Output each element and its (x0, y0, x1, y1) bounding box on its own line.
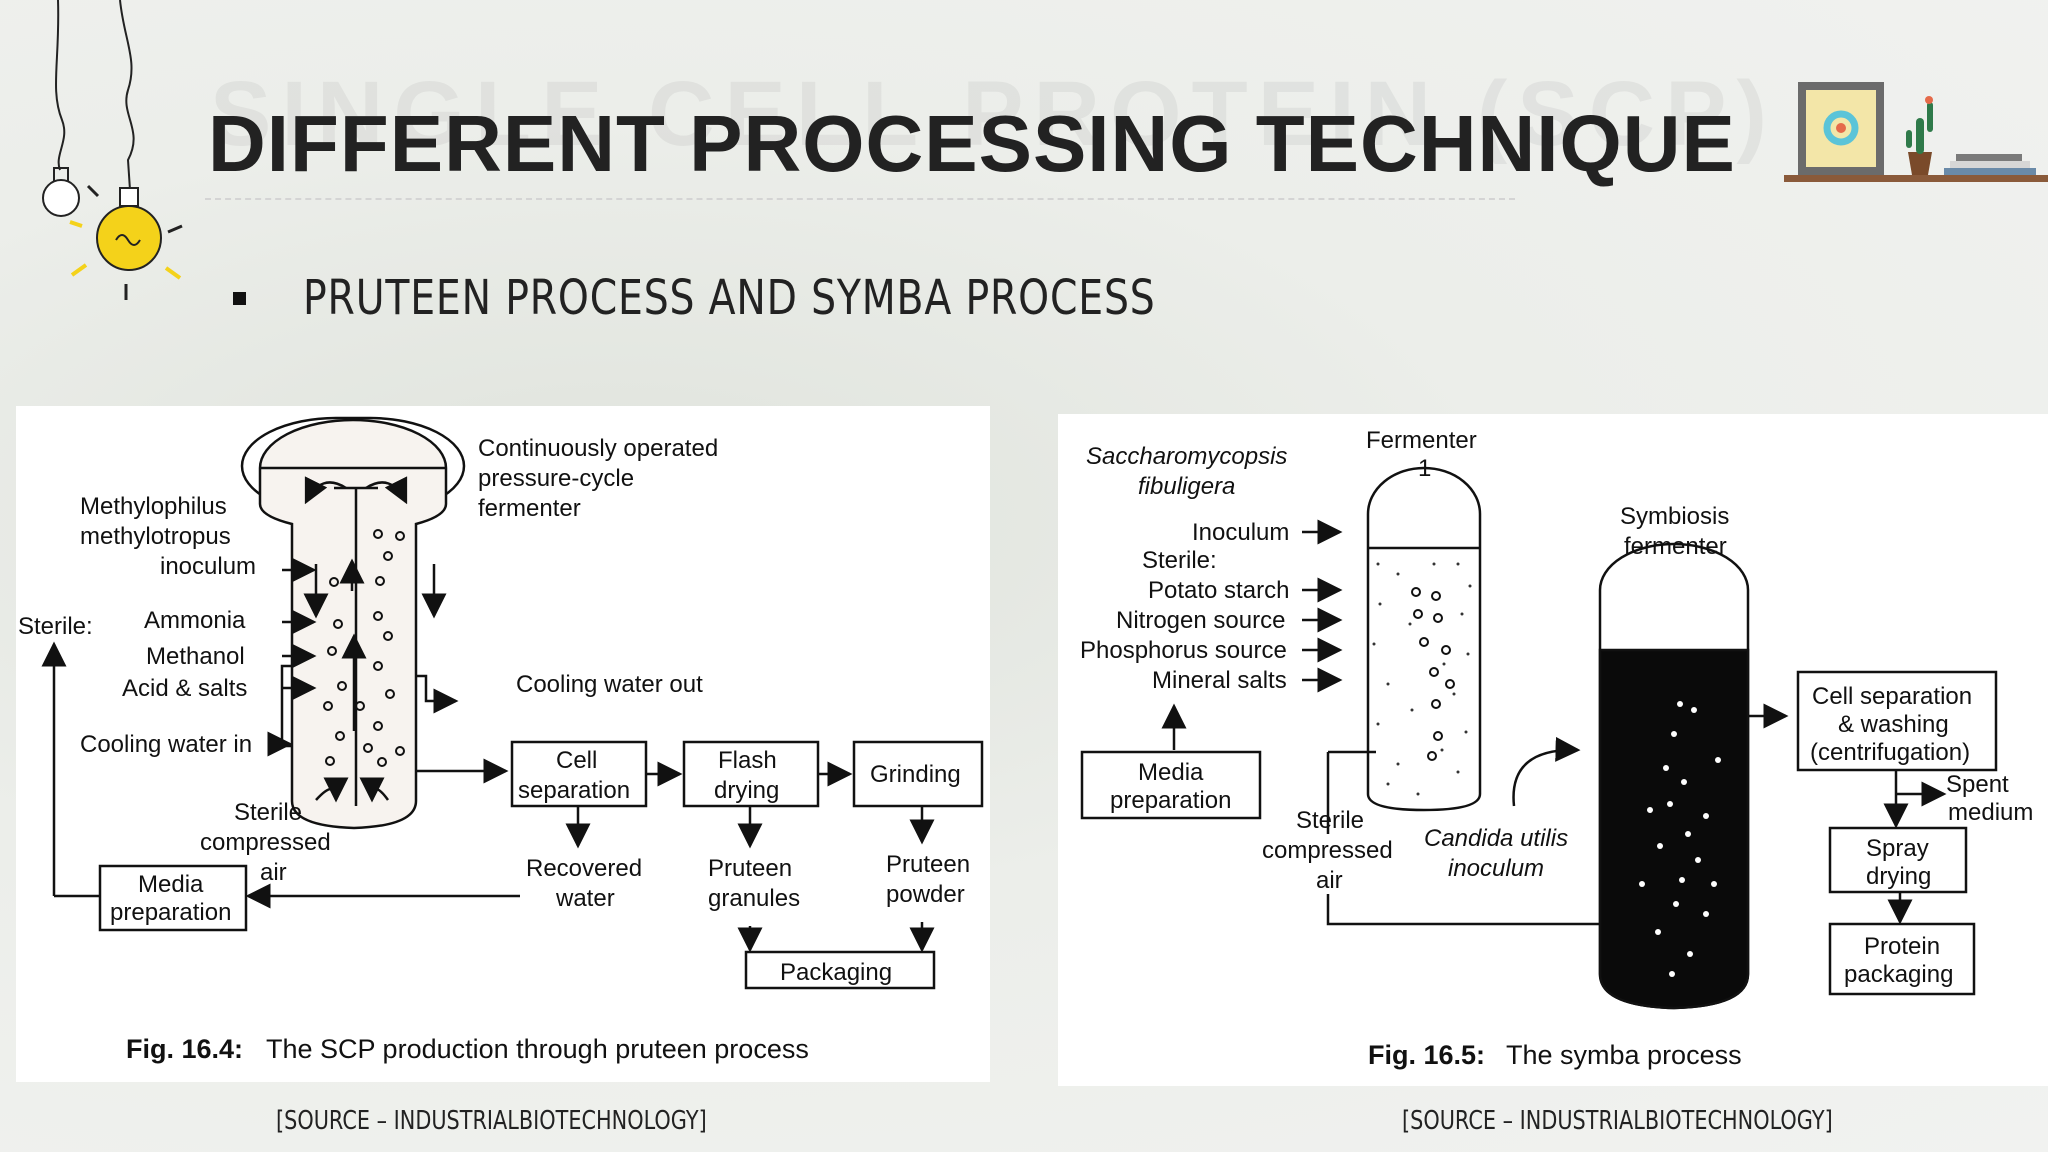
media-preparation-label: preparation (1110, 787, 1231, 814)
symba-process-diagram: Saccharomycopsis fibuligera Fermenter 1 … (1058, 414, 2048, 1086)
cell-dots-decoration (1639, 701, 1721, 977)
air-label: Sterile (234, 799, 302, 826)
input-mineral-salts: Mineral salts (1152, 667, 1287, 694)
air-label: air (260, 859, 287, 886)
symbiosis-fermenter-label: fermenter (1624, 533, 1727, 560)
organism-label: Saccharomycopsis (1086, 443, 1287, 470)
recovered-water-label: Recovered (526, 855, 642, 882)
cell-separation-label: separation (518, 777, 630, 804)
organism-label: fibuligera (1138, 473, 1235, 500)
candida-label: inoculum (1448, 855, 1544, 882)
figure-caption-bold: Fig. 16.4: (126, 1034, 243, 1064)
spray-drying-label: Spray (1866, 835, 1929, 862)
figure-caption-bold: Fig. 16.5: (1368, 1040, 1485, 1070)
spray-drying-label: drying (1866, 863, 1931, 890)
input-methanol: Methanol (146, 643, 245, 670)
sterile-label: Sterile: (1142, 547, 1217, 574)
air-label: compressed (1262, 837, 1393, 864)
fermenter-1 (1366, 466, 1482, 812)
pruteen-process-diagram: Continuously operated pressure-cycle fer… (16, 406, 990, 1082)
media-preparation-label: preparation (110, 899, 231, 926)
shelf-decoration-icon (1784, 82, 2048, 182)
candida-label: Candida utilis (1424, 825, 1568, 852)
input-potato-starch: Potato starch (1148, 577, 1289, 604)
fermenter-label: fermenter (478, 495, 581, 522)
fermenter-label: Continuously operated (478, 435, 718, 462)
input-ammonia: Ammonia (144, 607, 246, 634)
fermenter-1-label: Fermenter (1366, 427, 1477, 454)
inoculum-label: methylotropus (80, 523, 231, 550)
pruteen-powder-label: powder (886, 881, 965, 908)
bullet-text: PRUTEEN PROCESS AND SYMBA PROCESS (303, 270, 1156, 326)
source-credit-right: [SOURCE – INDUSTRIALBIOTECHNOLOGY] (1402, 1106, 1833, 1136)
protein-packaging-label: packaging (1844, 961, 1953, 988)
source-credit-left: [SOURCE – INDUSTRIALBIOTECHNOLOGY] (276, 1106, 707, 1136)
pruteen-powder-label: Pruteen (886, 851, 970, 878)
spent-medium-label: Spent (1946, 771, 2009, 798)
media-preparation-label: Media (1138, 759, 1204, 786)
bubbles-decoration (323, 529, 405, 767)
air-label: compressed (200, 829, 331, 856)
fermenter-label: pressure-cycle (478, 465, 634, 492)
pruteen-granules-label: granules (708, 885, 800, 912)
medium-dots-decoration (1372, 562, 1472, 796)
media-preparation-label: Media (138, 871, 204, 898)
pruteen-granules-label: Pruteen (708, 855, 792, 882)
flash-drying-label: Flash (718, 747, 777, 774)
cell-separation-label: Cell (556, 747, 597, 774)
fermenter-1-label: 1 (1418, 455, 1431, 482)
input-nitrogen-source: Nitrogen source (1116, 607, 1285, 634)
cooling-water-out-label: Cooling water out (516, 671, 703, 698)
protein-packaging-label: Protein (1864, 933, 1940, 960)
cell-separation-label: Cell separation (1812, 683, 1972, 710)
bullet-square-icon (233, 291, 246, 305)
figure-caption: The SCP production through pruteen proce… (266, 1034, 809, 1064)
cell-separation-label: (centrifugation) (1810, 739, 1970, 766)
air-label: air (1316, 867, 1343, 894)
bubbles-decoration (1411, 587, 1455, 761)
inoculum-label: Methylophilus (80, 493, 227, 520)
grinding-label: Grinding (870, 761, 961, 788)
inoculum-label: inoculum (160, 553, 256, 580)
air-label: Sterile (1296, 807, 1364, 834)
input-acid-salts: Acid & salts (122, 675, 247, 702)
bullet-item: PRUTEEN PROCESS AND SYMBA PROCESS (233, 268, 1343, 328)
recovered-water-label: water (555, 885, 615, 912)
sterile-label: Sterile: (18, 613, 93, 640)
pruteen-fermenter (240, 416, 466, 516)
spent-medium-label: medium (1948, 799, 2033, 826)
figure-caption: The symba process (1506, 1040, 1742, 1070)
inoculum-label: Inoculum (1192, 519, 1289, 546)
title-divider (205, 198, 1515, 200)
background-title: SINGLE CELL PROTEIN (SCP) (210, 63, 1778, 165)
cell-separation-label: & washing (1838, 711, 1949, 738)
symbiosis-fermenter-label: Symbiosis (1620, 503, 1729, 530)
flash-drying-label: drying (714, 777, 779, 804)
cooling-water-in-label: Cooling water in (80, 731, 252, 758)
slide-title: DIFFERENT PROCESSING TECHNIQUE (208, 99, 1736, 188)
lightbulb-icon (42, 0, 183, 300)
packaging-label: Packaging (780, 959, 892, 986)
input-phosphorus-source: Phosphorus source (1080, 637, 1287, 664)
